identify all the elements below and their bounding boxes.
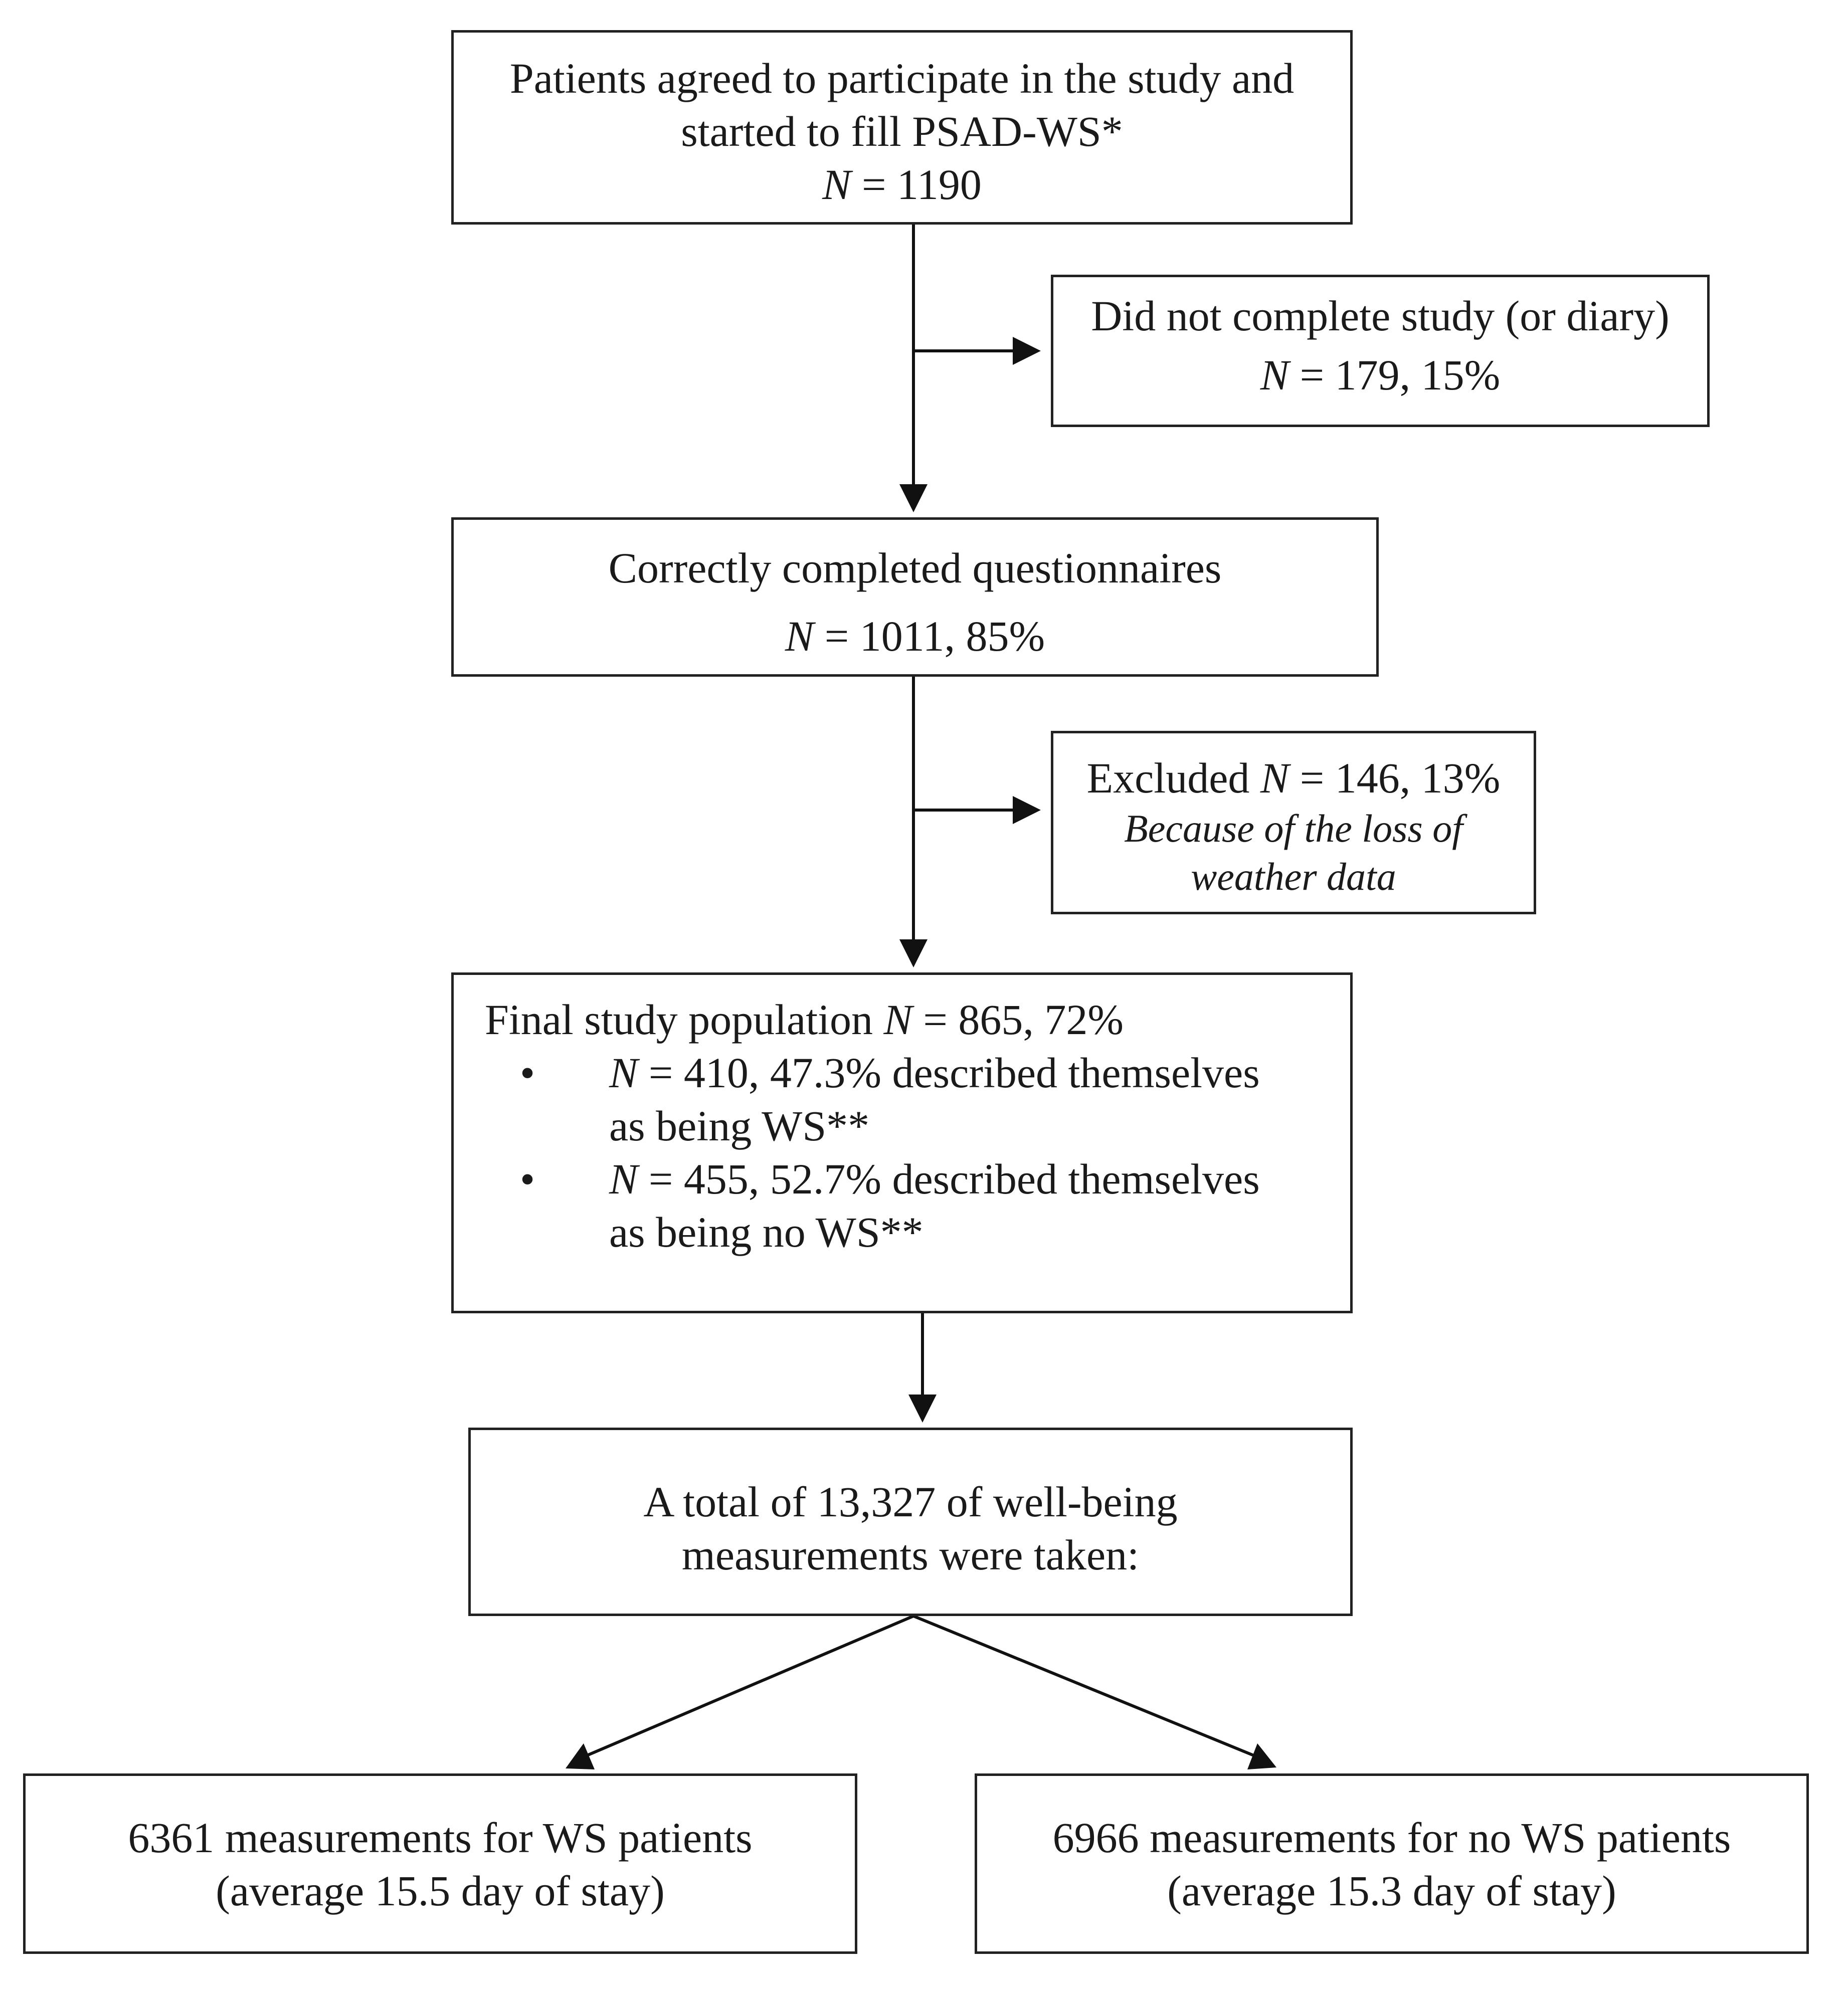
incomplete-n-line: N = 179, 15% (1053, 345, 1707, 405)
start-line-1: Patients agreed to participate in the st… (509, 54, 1295, 102)
start-n-line: N = 1190 (454, 158, 1350, 211)
bullet-glyph: • (520, 1155, 535, 1203)
final-bullet-2-n-var: N (609, 1155, 638, 1203)
box-no-ws-patients: 6966 measurements for no WS patients (av… (975, 1773, 1809, 1954)
final-bullet-1-line-2: as being WS** (609, 1102, 870, 1150)
final-bullet-2-line-1: N = 455, 52.7% described themselves (485, 1152, 1350, 1206)
final-bullet-1-text: = 410, 47.3% described themselves (638, 1049, 1260, 1097)
start-n-var: N (822, 160, 851, 209)
final-bullet-2-line-2: as being no WS** (609, 1208, 923, 1256)
excluded-reason-line-1: Because of the loss of (1124, 807, 1463, 850)
correct-n-value: = 1011, 85% (814, 612, 1045, 660)
incomplete-n-var: N (1260, 351, 1289, 399)
no-ws-line-1: 6966 measurements for no WS patients (1052, 1814, 1731, 1862)
final-bullet-2-text: = 455, 52.7% described themselves (638, 1155, 1260, 1203)
arrowhead-start-to-correct (899, 484, 928, 512)
total-line-1: A total of 13,327 of well-being (643, 1478, 1178, 1526)
total-line-2: measurements were taken: (681, 1531, 1140, 1579)
final-n-var: N (883, 996, 912, 1044)
final-bullet-item: • N = 410, 47.3% described themselves as… (485, 1046, 1350, 1152)
incomplete-n-value: = 179, 15% (1289, 351, 1501, 399)
no-ws-line-2: (average 15.3 day of stay) (1167, 1867, 1616, 1915)
arrowhead-to-incomplete (1013, 337, 1041, 365)
arrowhead-to-excluded (1013, 796, 1041, 824)
ws-line-1: 6361 measurements for WS patients (128, 1814, 753, 1862)
start-n-value: = 1190 (851, 160, 982, 209)
correct-line-1: Correctly completed questionnaires (608, 544, 1222, 592)
excluded-reason-line-2: weather data (1191, 855, 1396, 898)
box-ws-patients: 6361 measurements for WS patients (avera… (23, 1773, 857, 1954)
excluded-n-value: = 146, 13% (1289, 754, 1501, 802)
incomplete-line-1: Did not complete study (or diary) (1091, 292, 1670, 340)
box-final-study-population: Final study population N = 865, 72% • N … (451, 972, 1353, 1313)
correct-n-var: N (785, 612, 814, 660)
excluded-n-line: Excluded N = 146, 13% (1053, 751, 1534, 805)
final-bullet-item: • N = 455, 52.7% described themselves as… (485, 1152, 1350, 1259)
final-n-line: Final study population N = 865, 72% (485, 993, 1350, 1046)
box-started-psad-ws: Patients agreed to participate in the st… (451, 30, 1353, 225)
final-bullet-1-line-1: N = 410, 47.3% described themselves (485, 1046, 1350, 1099)
excluded-n-var: N (1260, 754, 1289, 802)
final-prefix: Final study population (485, 996, 884, 1044)
arrowhead-correct-to-final (899, 939, 928, 967)
arrow-total-to-no-ws (912, 1615, 1264, 1761)
box-excluded: Excluded N = 146, 13% Because of the los… (1051, 731, 1536, 914)
bullet-glyph: • (520, 1049, 535, 1097)
box-did-not-complete: Did not complete study (or diary) N = 17… (1051, 275, 1710, 427)
box-correctly-completed: Correctly completed questionnaires N = 1… (451, 517, 1379, 677)
arrowhead-final-to-total (908, 1395, 937, 1423)
ws-line-2: (average 15.5 day of stay) (216, 1867, 665, 1915)
excluded-prefix: Excluded (1086, 754, 1260, 802)
start-line-2: started to fill PSAD-WS* (681, 107, 1123, 155)
final-n-value: = 865, 72% (912, 996, 1124, 1044)
box-total-measurements: A total of 13,327 of well-being measurem… (468, 1428, 1353, 1616)
arrow-total-to-ws (577, 1615, 914, 1761)
arrowhead-total-to-no-ws (1247, 1743, 1276, 1769)
arrowhead-total-to-ws (566, 1743, 595, 1769)
correct-n-line: N = 1011, 85% (454, 602, 1376, 670)
final-bullet-1-n-var: N (609, 1049, 638, 1097)
